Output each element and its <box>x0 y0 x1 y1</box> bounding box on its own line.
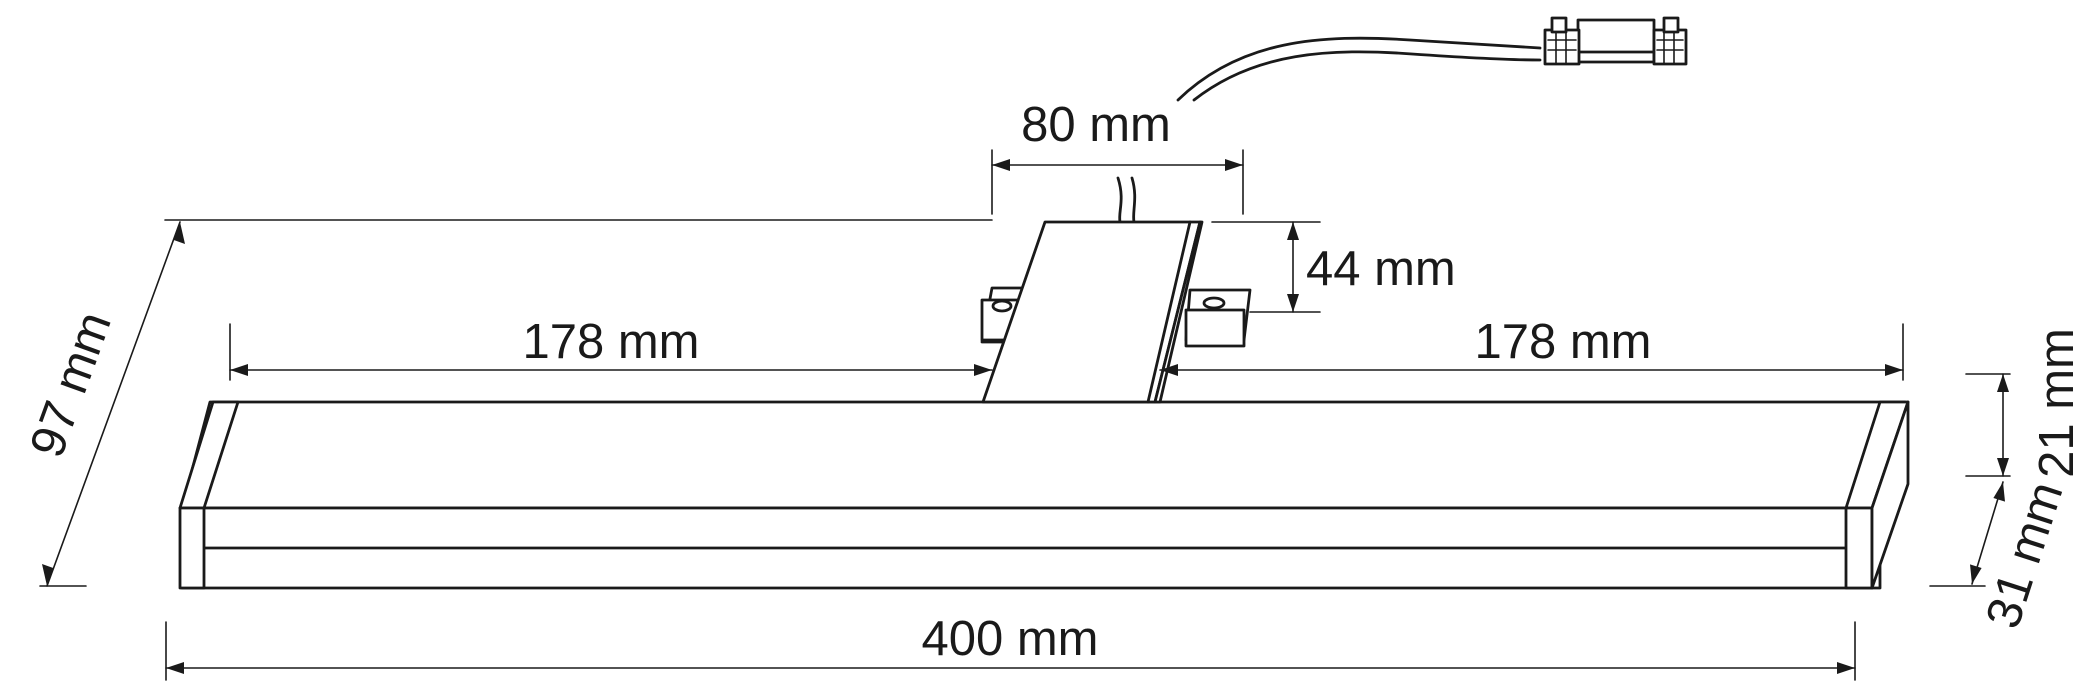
dimension-label-profile-depth: 31 mm <box>1976 475 2074 634</box>
dimension-mount-height: 44 mm <box>1211 221 1456 313</box>
dimension-profile-depth: 31 mm <box>1929 475 2074 635</box>
light-bar-body <box>178 400 1910 590</box>
dimension-total-length: 400 mm <box>165 612 1856 681</box>
dimension-profile-front: 21 mm <box>1965 328 2084 478</box>
power-cable <box>1116 36 1542 224</box>
cable-connector <box>1543 16 1688 66</box>
dimension-label-right-span: 178 mm <box>1474 315 1651 369</box>
dimension-label-left-span: 178 mm <box>522 315 699 369</box>
dimension-right-span: 178 mm <box>1159 315 1904 381</box>
dimension-label-total-height: 97 mm <box>20 305 122 464</box>
dimension-label-mount-width: 80 mm <box>1021 98 1171 152</box>
dimension-label-profile-front: 21 mm <box>2030 328 2084 478</box>
mount-bracket <box>980 220 1252 404</box>
dimension-label-total-length: 400 mm <box>921 612 1098 666</box>
dimension-mount-width: 80 mm <box>991 98 1244 215</box>
dimension-left-span: 178 mm <box>229 315 993 381</box>
dimension-label-mount-height: 44 mm <box>1306 242 1456 296</box>
